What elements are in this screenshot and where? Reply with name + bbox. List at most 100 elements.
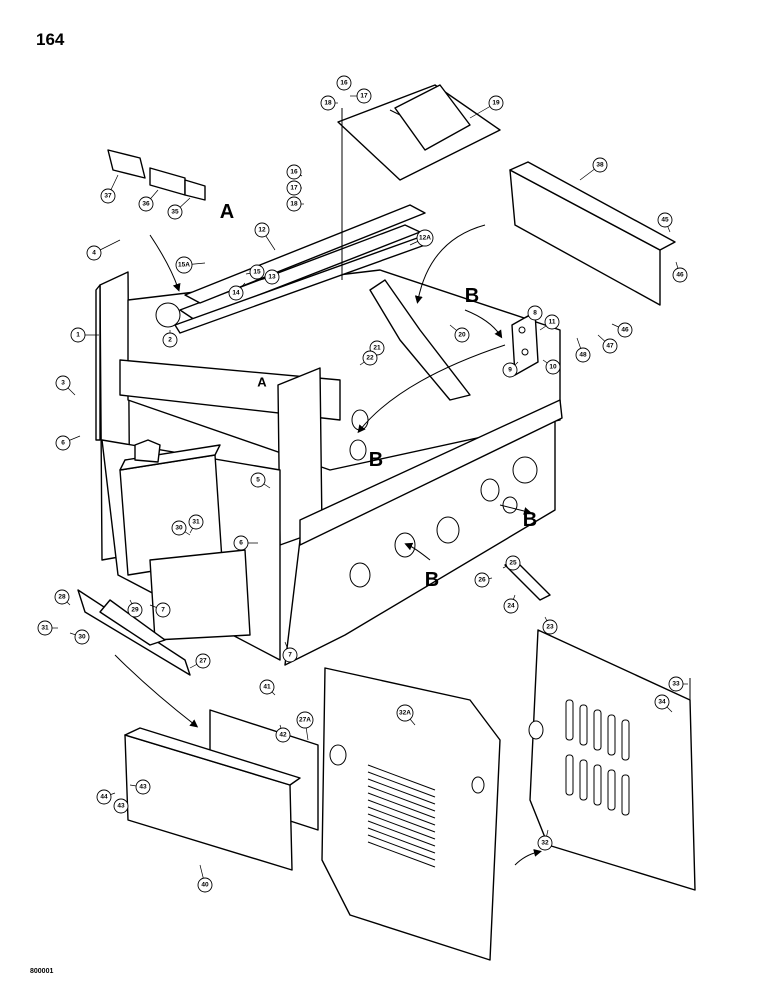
callout-c28: 28 [54,589,71,606]
callout-c34: 34 [654,694,673,713]
callout-circle [592,157,608,173]
callout-number: 43 [117,803,125,810]
callout-number: 32A [399,710,411,717]
callout-circle [228,285,244,301]
callout-c5: 5 [250,472,271,489]
callout-number: 38 [596,162,604,169]
side-panel-38 [509,161,676,306]
ref-letter-B-left: B [369,449,383,471]
callout-circle [488,95,504,111]
callout-number: 47 [606,343,614,350]
callout-circle [527,305,543,321]
callout-number: 42 [279,732,287,739]
callout-number: 12A [419,235,431,242]
callout-number: 25 [509,560,517,567]
callout-number: 10 [549,364,557,371]
callout-number: 7 [161,607,165,614]
callout-number: 19 [492,100,500,107]
callout-c27A: 27A [296,711,314,741]
hydraulic-coupling [107,149,206,201]
callout-circle [602,338,618,354]
callout-c1: 1 [70,327,99,343]
callout-number: 40 [201,882,209,889]
callout-c17a: 17 [350,88,372,104]
callout-number: 21 [373,345,381,352]
callout-number: 20 [458,332,466,339]
callout-number: 28 [58,594,66,601]
callout-number: 2 [168,337,172,344]
callout-circle [286,196,302,212]
callout-circle [162,332,178,348]
callout-number: 6 [61,440,65,447]
callout-circle [575,347,591,363]
callout-c30a: 30 [171,520,191,536]
callout-number: 46 [676,272,684,279]
callout-circle [503,598,519,614]
callout-number: 11 [549,319,556,326]
callout-circle [188,514,204,530]
callout-c10: 10 [542,359,561,375]
callout-number: 17 [290,185,298,192]
callout-c8: 8 [524,305,543,321]
ref-letter-A-small: A [257,375,267,390]
callout-c23: 23 [542,616,558,635]
callout-c44: 44 [96,789,116,805]
callout-c31b: 31 [37,620,58,636]
callout-c12: 12 [254,222,276,251]
callout-circle [275,727,291,743]
callout-number: 14 [232,290,240,297]
callout-c35: 35 [167,197,191,220]
callout-circle [259,679,275,695]
callout-number: 37 [104,193,112,200]
side-door-32 [528,629,696,891]
page-number: 164 [36,30,65,49]
callout-circle [96,789,112,805]
callout-c18b: 18 [286,196,304,212]
document-code: 800001 [30,968,54,975]
bracket-27 [77,589,191,676]
callout-c24: 24 [503,594,519,614]
callout-circle [127,602,143,618]
callout-circle [654,694,670,710]
callout-circle [545,359,561,375]
callout-number: 45 [661,217,669,224]
callout-number: 18 [324,100,332,107]
callout-c15: 15 [245,264,265,280]
callout-circle [296,711,314,729]
callout-circle [55,375,71,391]
callout-c6a: 6 [55,435,81,451]
bar-40 [124,727,301,871]
callout-number: 24 [507,603,515,610]
callout-number: 16 [290,169,298,176]
callout-c48: 48 [575,337,591,363]
callout-number: 33 [672,681,680,688]
callout-number: 23 [546,624,554,631]
callout-number: 31 [41,625,49,632]
callout-c22: 22 [359,350,378,366]
callout-c14: 14 [228,282,246,301]
callout-circle [454,327,470,343]
callout-circle [544,314,560,330]
callout-circle [505,555,521,571]
callout-circle [171,520,187,536]
direction-arrows [114,108,542,866]
callout-number: 12 [258,227,266,234]
callout-c15A: 15A [175,256,206,274]
callout-c46a: 46 [672,261,688,283]
callout-number: 27 [199,658,207,665]
callout-number: 48 [579,352,587,359]
callout-circle [286,164,302,180]
callout-circle [542,619,558,635]
ref-letter-B-top: B [465,285,479,307]
callout-number: 5 [256,477,260,484]
callout-number: 29 [131,607,139,614]
callout-c30b: 30 [69,629,90,645]
callout-circle [336,75,352,91]
reference-letters: A A B B B B [220,201,537,591]
callout-number: 18 [290,201,298,208]
callout-c19: 19 [469,95,504,119]
callout-circle [356,88,372,104]
callout-c33: 33 [668,676,688,692]
